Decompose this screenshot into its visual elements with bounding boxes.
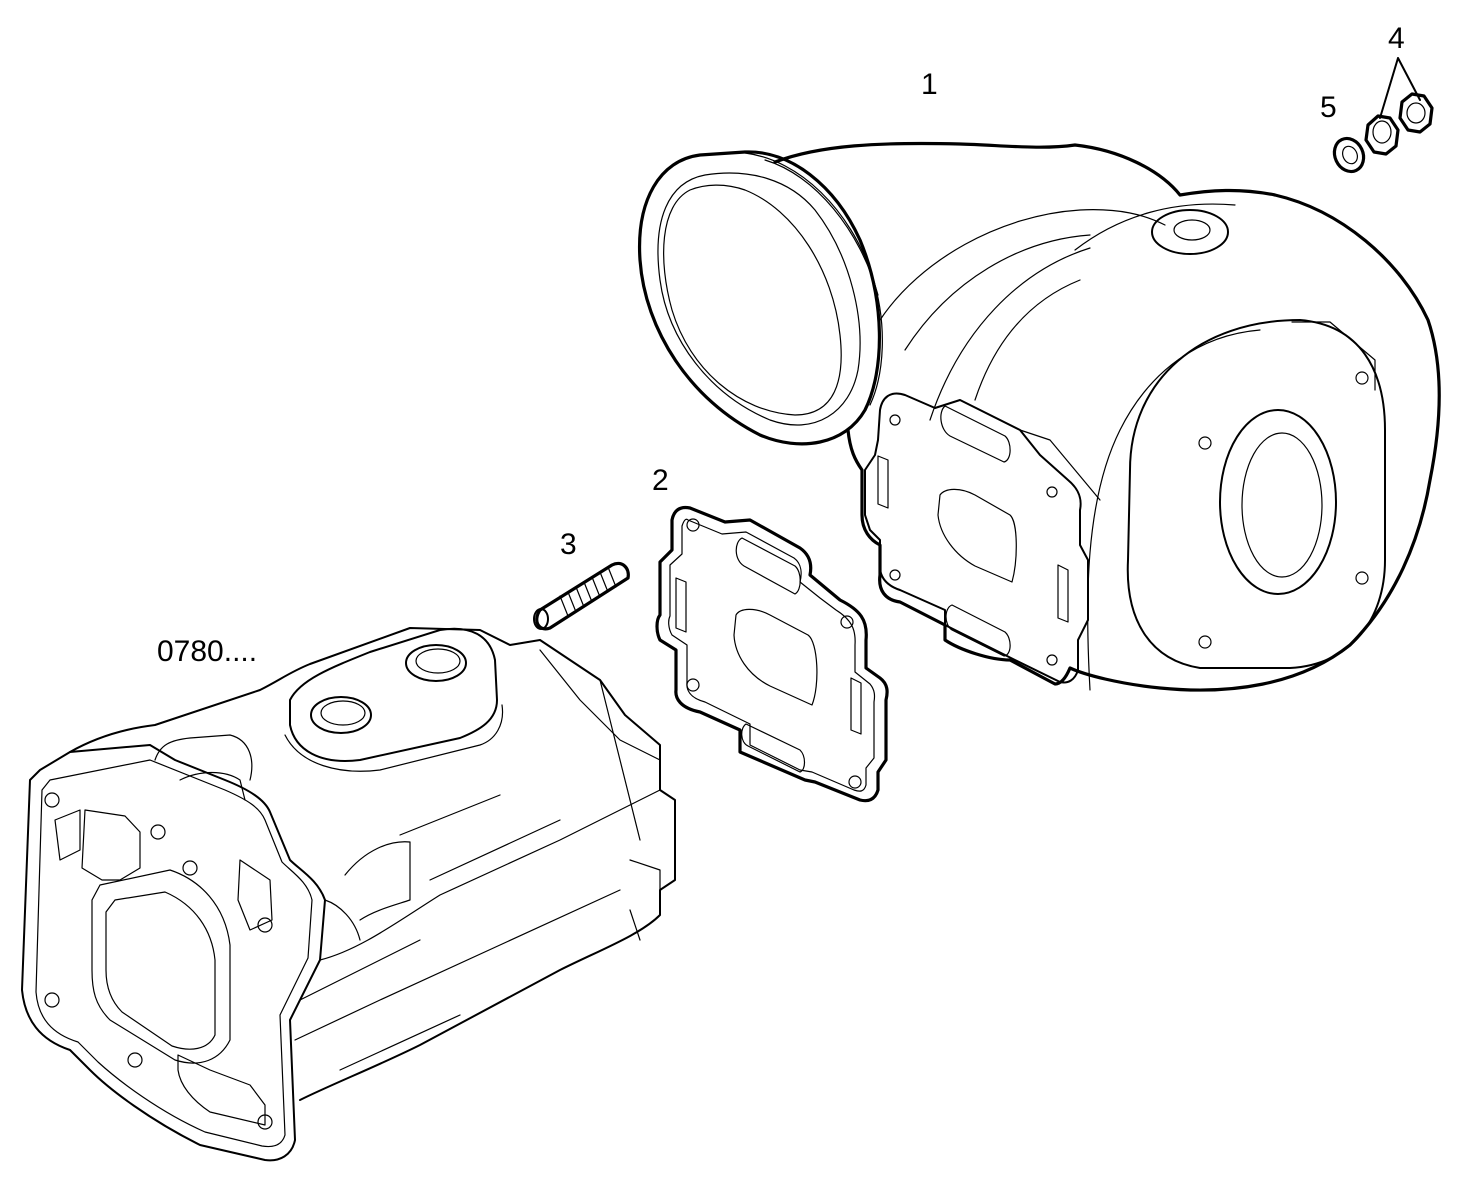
callout-4-label: 4 — [1388, 22, 1405, 55]
nuts-part — [1364, 92, 1434, 156]
callout-5-label: 5 — [1320, 91, 1337, 124]
turbocharger-part — [637, 141, 1441, 692]
stud-part — [533, 561, 630, 631]
callout-3-label: 3 — [560, 528, 577, 561]
callout-2-label: 2 — [652, 464, 669, 497]
washer-part — [1332, 136, 1366, 174]
exhaust-manifold-part — [21, 627, 676, 1162]
callout-1-label: 1 — [921, 68, 938, 101]
manifold-reference-label: 0780.... — [157, 635, 258, 668]
nuts-leader-line — [1379, 57, 1421, 119]
gasket-part — [655, 505, 889, 803]
